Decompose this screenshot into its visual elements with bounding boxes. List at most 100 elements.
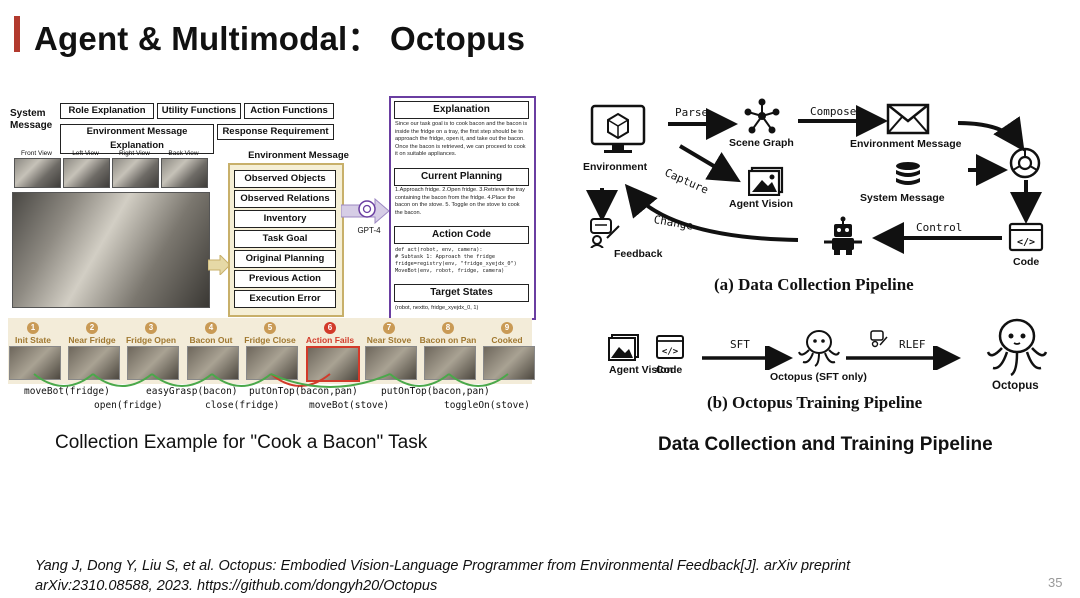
step-transition-arrows xyxy=(33,373,509,388)
openai-icon xyxy=(358,200,376,218)
action-moveBot-fridge: moveBot(fridge) xyxy=(24,386,110,397)
octopus-label: Octopus xyxy=(992,380,1039,392)
step-3-label: Fridge Open xyxy=(125,335,177,345)
caption-a: (a) Data Collection Pipeline xyxy=(714,275,914,294)
arrow-parse-label: Parse xyxy=(675,106,709,119)
step-5-image xyxy=(246,346,298,380)
env-message-explanation-box: Environment Message Explanation xyxy=(60,124,214,154)
arrow-control-label: Control xyxy=(916,221,963,234)
step-7-number: 7 xyxy=(383,322,395,334)
arrow-compose-label: Compose xyxy=(810,105,857,118)
svg-text:</>: </> xyxy=(1017,237,1035,248)
action-moveBot-stove: moveBot(stove) xyxy=(309,400,390,411)
openai-icon xyxy=(1009,147,1041,179)
code-label: Code xyxy=(1013,256,1040,268)
citation-line-1: Yang J, Dong Y, Liu S, et al. Octopus: E… xyxy=(35,558,851,574)
citation: Yang J, Dong Y, Liu S, et al. Octopus: E… xyxy=(35,556,935,596)
train-code-label: Code xyxy=(656,364,683,376)
rlef-feedback-icon xyxy=(870,330,888,348)
code-line: fridge=registry(env, "fridge_xyejdx_0") xyxy=(395,261,517,267)
env-item-execution-error: Execution Error xyxy=(234,290,336,308)
step-9-image xyxy=(483,346,535,380)
env-message-title: Environment Message xyxy=(248,150,349,161)
step-5-number: 5 xyxy=(264,322,276,334)
target-states-heading: Target States xyxy=(394,284,529,302)
planning-heading: Current Planning xyxy=(394,168,529,186)
front-view-label: Front View xyxy=(21,150,52,157)
action-open-fridge: open(fridge) xyxy=(94,400,163,411)
kitchen-scene-image xyxy=(12,192,210,308)
citation-line-2: arXiv:2310.08588, 2023. https://github.c… xyxy=(35,578,438,594)
system-message-stack-icon xyxy=(896,162,920,185)
feedback-icon xyxy=(590,218,620,248)
train-agent-vision-label: Agent Vision xyxy=(609,364,673,376)
action-code-heading: Action Code xyxy=(394,226,529,244)
svg-text:</>: </> xyxy=(662,347,679,357)
system-message-label: System Message xyxy=(10,108,53,131)
environment-monitor-icon xyxy=(590,104,646,153)
train-code-icon: </> xyxy=(656,335,684,359)
system-message-label-right: System Message xyxy=(860,192,945,204)
step-7-label: Near Stove xyxy=(366,335,412,345)
env-item-observed-objects: Observed Objects xyxy=(234,170,336,188)
code-line: # Subtask 1: Approach the fridge xyxy=(395,254,495,260)
env-item-task-goal: Task Goal xyxy=(234,230,336,248)
explanation-heading: Explanation xyxy=(394,101,529,119)
agent-vision-label: Agent Vision xyxy=(729,198,793,210)
octopus-icon xyxy=(986,318,1048,377)
scene-graph-icon xyxy=(744,98,780,134)
role-explanation-box: Role Explanation xyxy=(60,103,154,119)
back-view-image xyxy=(161,158,208,188)
arrow-to-env-panel xyxy=(208,255,231,275)
code-line: def act(robot, env, camera): xyxy=(395,247,483,253)
step-9-number: 9 xyxy=(501,322,513,334)
left-view-image xyxy=(63,158,110,188)
step-6-number: 6 xyxy=(324,322,336,334)
step-6-label: Action Fails xyxy=(305,335,355,345)
feedback-label: Feedback xyxy=(614,248,663,260)
env-item-original-planning: Original Planning xyxy=(234,250,336,268)
back-view-label: Back View xyxy=(168,150,199,157)
code-line: MoveBot(env, robot, fridge, camera) xyxy=(395,268,505,274)
action-code-text: def act(robot, env, camera): # Subtask 1… xyxy=(395,247,529,275)
step-2-label: Near Fridge xyxy=(68,335,116,345)
action-toggleOn-stove: toggleOn(stove) xyxy=(444,400,530,411)
gpt-output-panel xyxy=(389,96,536,320)
step-8-label: Bacon on Pan xyxy=(419,335,477,345)
title-accent-bar xyxy=(14,16,20,52)
target-states-text: (robot, nextto, fridge_xyejdx_0, 1) xyxy=(395,305,479,311)
step-2-number: 2 xyxy=(86,322,98,334)
utility-functions-box: Utility Functions xyxy=(157,103,241,119)
step-4-label: Bacon Out xyxy=(189,335,233,345)
env-item-inventory: Inventory xyxy=(234,210,336,228)
slide-title: Agent & Multimodal： Octopus xyxy=(34,20,526,57)
env-item-observed-relations: Observed Relations xyxy=(234,190,336,208)
action-functions-box: Action Functions xyxy=(244,103,334,119)
env-item-previous-action: Previous Action xyxy=(234,270,336,288)
explanation-text: Since our task goal is to cook bacon and… xyxy=(395,121,528,157)
train-agent-vision-icon xyxy=(608,334,639,361)
training-arrows xyxy=(702,346,961,370)
robot-icon xyxy=(824,216,862,255)
step-8-number: 8 xyxy=(442,322,454,334)
gpt4-label: GPT-4 xyxy=(357,226,381,235)
front-view-image xyxy=(14,158,61,188)
envelope-icon xyxy=(886,103,930,135)
right-view-image xyxy=(112,158,159,188)
right-figure-caption: Data Collection and Training Pipeline xyxy=(658,434,993,455)
environment-message-label: Environment Message xyxy=(850,138,962,150)
code-window-icon: </> xyxy=(1008,222,1044,252)
octopus-sft-label: Octopus (SFT only) xyxy=(770,371,867,383)
left-figure-caption: Collection Example for "Cook a Bacon" Ta… xyxy=(55,432,428,453)
step-3-number: 3 xyxy=(145,322,157,334)
action-putOnTop-1: putOnTop(bacon,pan) xyxy=(249,386,358,397)
right-view-label: Right View xyxy=(119,150,150,157)
data-collection-arrows xyxy=(586,105,1042,254)
step-1-number: 1 xyxy=(27,322,39,334)
step-9-label: Cooked xyxy=(491,335,523,345)
arrow-rlef-label: RLEF xyxy=(899,338,926,351)
left-view-label: Left View xyxy=(72,150,99,157)
step-4-number: 4 xyxy=(205,322,217,334)
scene-graph-label: Scene Graph xyxy=(729,137,794,149)
arrow-sft-label: SFT xyxy=(730,338,750,351)
